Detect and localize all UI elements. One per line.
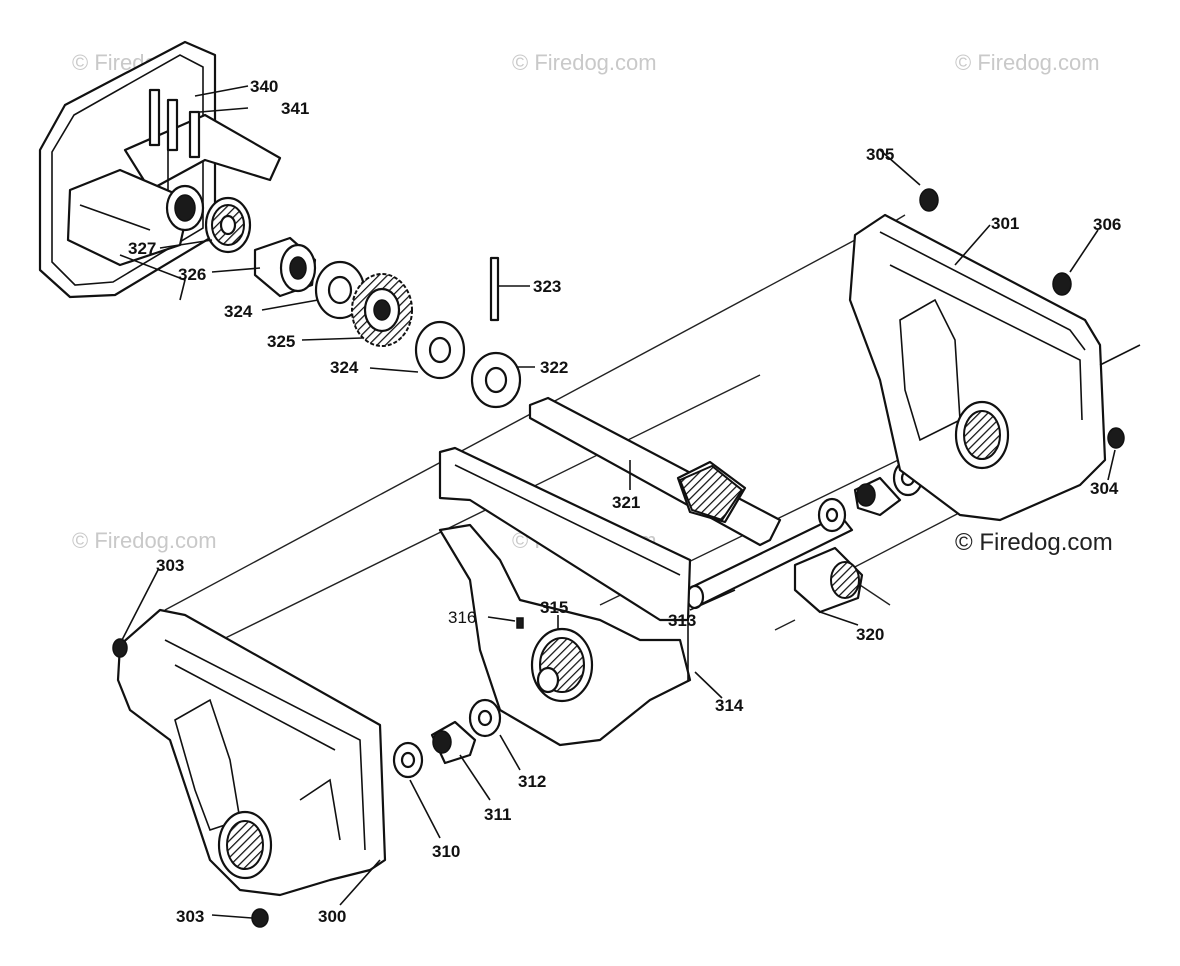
label-313: 313	[668, 611, 696, 630]
part-326-bushing	[253, 236, 317, 298]
label-324-upper: 324	[224, 302, 253, 321]
label-300: 300	[318, 907, 346, 926]
part-322-collar	[470, 351, 522, 409]
label-323: 323	[533, 277, 561, 296]
label-303-upper: 303	[156, 556, 184, 575]
label-303-lower: 303	[176, 907, 204, 926]
watermark-text: © Firedog.com	[955, 50, 1100, 75]
part-304-nut	[1107, 427, 1125, 449]
part-320-coupler	[793, 546, 864, 614]
label-340: 340	[250, 77, 278, 96]
label-312: 312	[518, 772, 546, 791]
label-304: 304	[1090, 479, 1119, 498]
part-306-nut	[1052, 272, 1072, 296]
part-305-nut	[919, 188, 939, 212]
part-340-housing-plate	[38, 40, 282, 301]
part-314-middle-bracket	[438, 446, 692, 747]
label-324-lower: 324	[330, 358, 359, 377]
part-310-washer	[392, 741, 424, 779]
part-321-shaft	[528, 396, 782, 547]
part-300-left-housing	[116, 608, 387, 897]
part-316-pin	[516, 617, 524, 629]
label-311: 311	[484, 805, 511, 824]
label-314: 314	[715, 696, 744, 715]
label-315: 315	[540, 598, 568, 617]
label-320: 320	[856, 625, 884, 644]
part-325-gear	[351, 273, 413, 347]
part-323-pin	[489, 256, 500, 322]
watermark-text: © Firedog.com	[955, 529, 1113, 556]
label-321: 321	[612, 493, 640, 512]
label-306: 306	[1093, 215, 1121, 234]
label-316: 316	[448, 608, 476, 627]
watermark-text: © Firedog.com	[512, 50, 657, 75]
part-341-pins	[148, 88, 201, 190]
watermark-text: © Firedog.com	[72, 528, 217, 553]
label-325: 325	[267, 332, 295, 351]
part-311-bushing	[430, 720, 477, 765]
label-301: 301	[991, 214, 1019, 233]
part-312-washer	[468, 698, 502, 738]
part-labels: 340 341 327 326 324 325 324 323 322 321 …	[128, 77, 1121, 926]
part-324-washer-lower	[414, 320, 466, 380]
label-322: 322	[540, 358, 568, 377]
part-327-bearing	[165, 184, 252, 254]
label-326: 326	[178, 265, 206, 284]
part-313-shaft	[685, 513, 854, 610]
leader-lines	[121, 85, 1116, 919]
label-305: 305	[866, 145, 894, 164]
part-303-nut-lower	[251, 908, 269, 928]
label-341: 341	[281, 99, 309, 118]
label-327: 327	[128, 239, 156, 258]
part-303-nut-upper	[112, 638, 128, 658]
part-301-right-housing	[848, 213, 1141, 522]
label-310: 310	[432, 842, 460, 861]
